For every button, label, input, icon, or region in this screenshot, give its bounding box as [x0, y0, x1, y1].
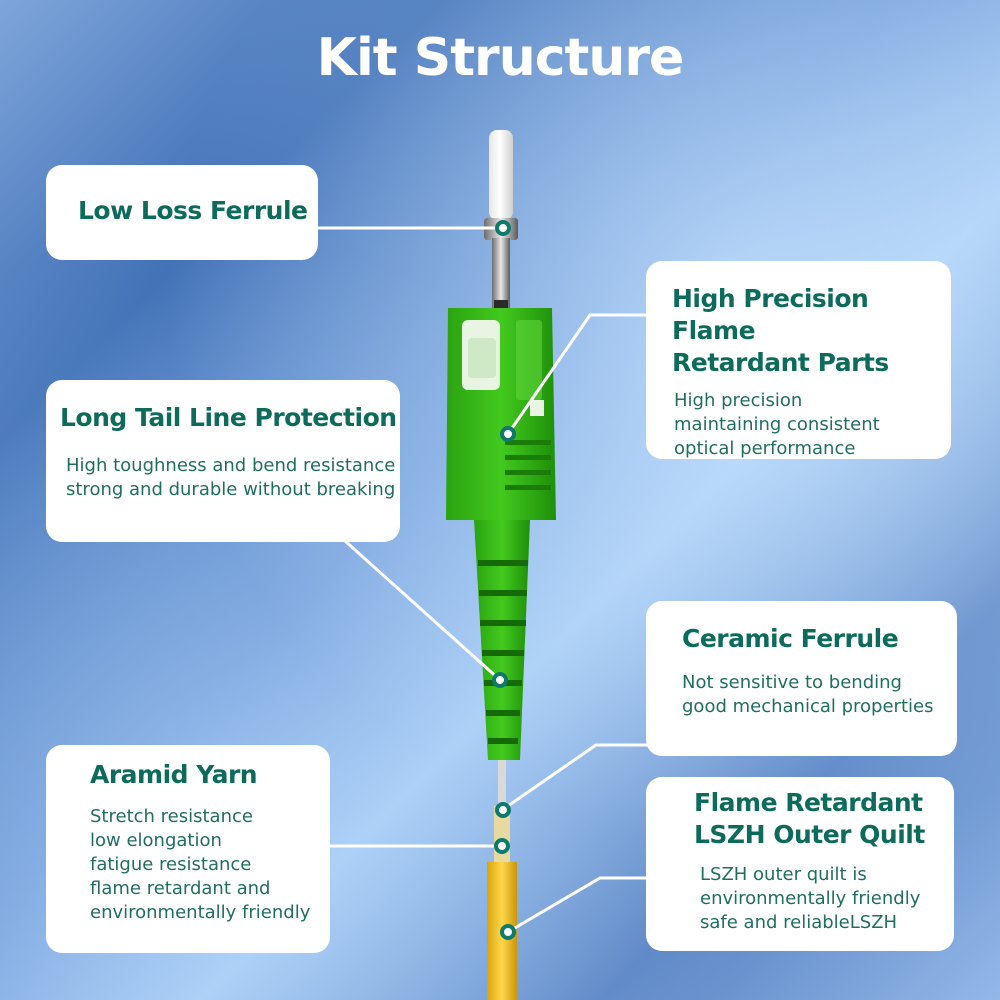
card-ceramic-ferrule: Ceramic Ferrule Not sensitive to bending… — [646, 601, 957, 756]
card-description: LSZH outer quilt is environmentally frie… — [700, 864, 921, 933]
card-low-loss-ferrule: Low Loss Ferrule — [46, 165, 318, 260]
card-description: High precision maintaining consistent op… — [674, 390, 880, 459]
card-description: Stretch resistance low elongation fatigu… — [90, 806, 311, 923]
marker-long-tail — [492, 672, 508, 688]
card-description: Not sensitive to bending good mechanical… — [682, 672, 934, 717]
ceramic-tip — [489, 130, 513, 220]
card-title: Aramid Yarn — [90, 760, 258, 789]
marker-lszh — [500, 924, 516, 940]
card-title: Ceramic Ferrule — [682, 624, 899, 653]
card-title: Low Loss Ferrule — [78, 196, 308, 225]
card-title: Long Tail Line Protection — [60, 403, 397, 432]
page-title: Kit Structure — [316, 28, 685, 88]
green-boot — [474, 520, 530, 760]
card-title: Flame Retardant LSZH Outer Quilt — [694, 788, 925, 849]
card-long-tail-protection: Long Tail Line Protection High toughness… — [46, 380, 400, 542]
card-description: High toughness and bend resistance stron… — [66, 455, 396, 500]
card-aramid-yarn: Aramid Yarn Stretch resistance low elong… — [46, 745, 330, 953]
marker-aramid — [494, 838, 510, 854]
metal-barrel — [492, 238, 510, 308]
card-high-precision-parts: High Precision Flame Retardant Parts Hig… — [646, 261, 951, 459]
marker-ceramic — [495, 802, 511, 818]
marker-low-loss — [495, 220, 511, 236]
card-lszh-outer-quilt: Flame Retardant LSZH Outer Quilt LSZH ou… — [646, 777, 954, 951]
marker-precision — [500, 426, 516, 442]
card-title: High Precision Flame Retardant Parts — [672, 284, 889, 377]
inner-fiber — [498, 760, 506, 810]
